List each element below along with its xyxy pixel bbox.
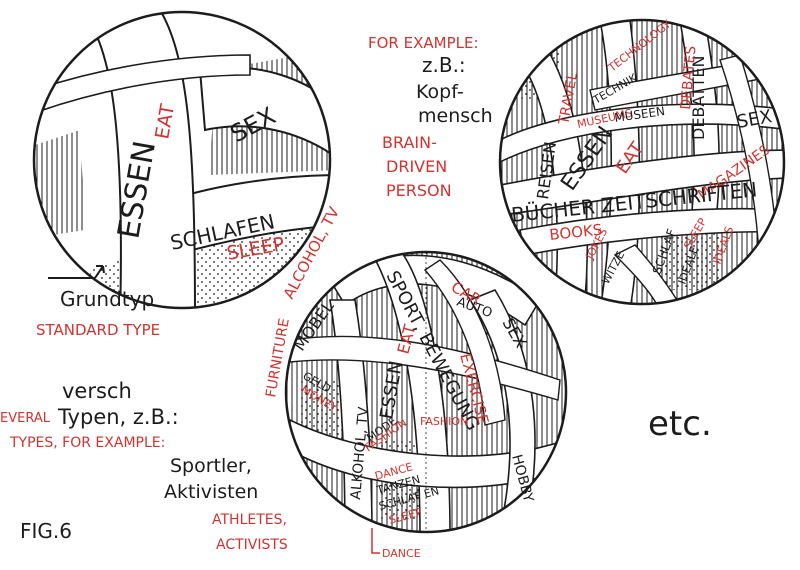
ball-outline (498, 18, 786, 306)
everal-label: EVERAL (0, 411, 51, 426)
types-label: TYPES, FOR EXAMPLE: (9, 435, 165, 451)
grundtyp-label: Grundtyp (60, 287, 154, 311)
athletes-label: ATHLETES, (212, 512, 287, 528)
sex-band (198, 66, 330, 162)
debatten-label: DEBATTEN (689, 56, 708, 140)
left-hatch-area (34, 130, 85, 240)
person-label: PERSON (386, 181, 452, 200)
ball-active-type: ALCOHOL, TV CAR AUTO SPORT, BEWEGUNG EXE… (263, 203, 568, 560)
figure-label: FIG.6 (20, 519, 72, 543)
grundtyp-arrow-icon (94, 265, 105, 279)
zb-label: z.B.: (422, 53, 466, 77)
driven-label: DRIVEN (386, 157, 447, 176)
kopf-label: Kopf- (416, 81, 464, 103)
dance2-label: DANCE (382, 547, 421, 560)
typen-label: Typen, z.B.: (57, 405, 179, 429)
mensch-label: mensch (418, 105, 493, 127)
aktivisten-label: Aktivisten (164, 481, 258, 503)
versch-label: versch (62, 379, 132, 403)
ball-outline (32, 10, 332, 310)
activists-label: ACTIVISTS (216, 537, 288, 553)
for-example-label: FOR EXAMPLE: (368, 34, 479, 52)
debates-label: DEBATES (678, 45, 700, 110)
ball-brain-driven: REISEN TRAVEL MUSEUMS MUSEEN TECHNIK TEC… (498, 17, 786, 306)
dance-arrow-icon (371, 528, 380, 554)
standard-type-label: STANDARD TYPE (36, 321, 160, 339)
fashion2-label: FASHION (420, 415, 468, 428)
brain-label: BRAIN- (382, 133, 437, 152)
books-label: BOOKS (549, 221, 604, 244)
etc-label: etc. (648, 404, 712, 444)
upper-band (34, 54, 251, 120)
sportler-label: Sportler, (170, 455, 252, 477)
